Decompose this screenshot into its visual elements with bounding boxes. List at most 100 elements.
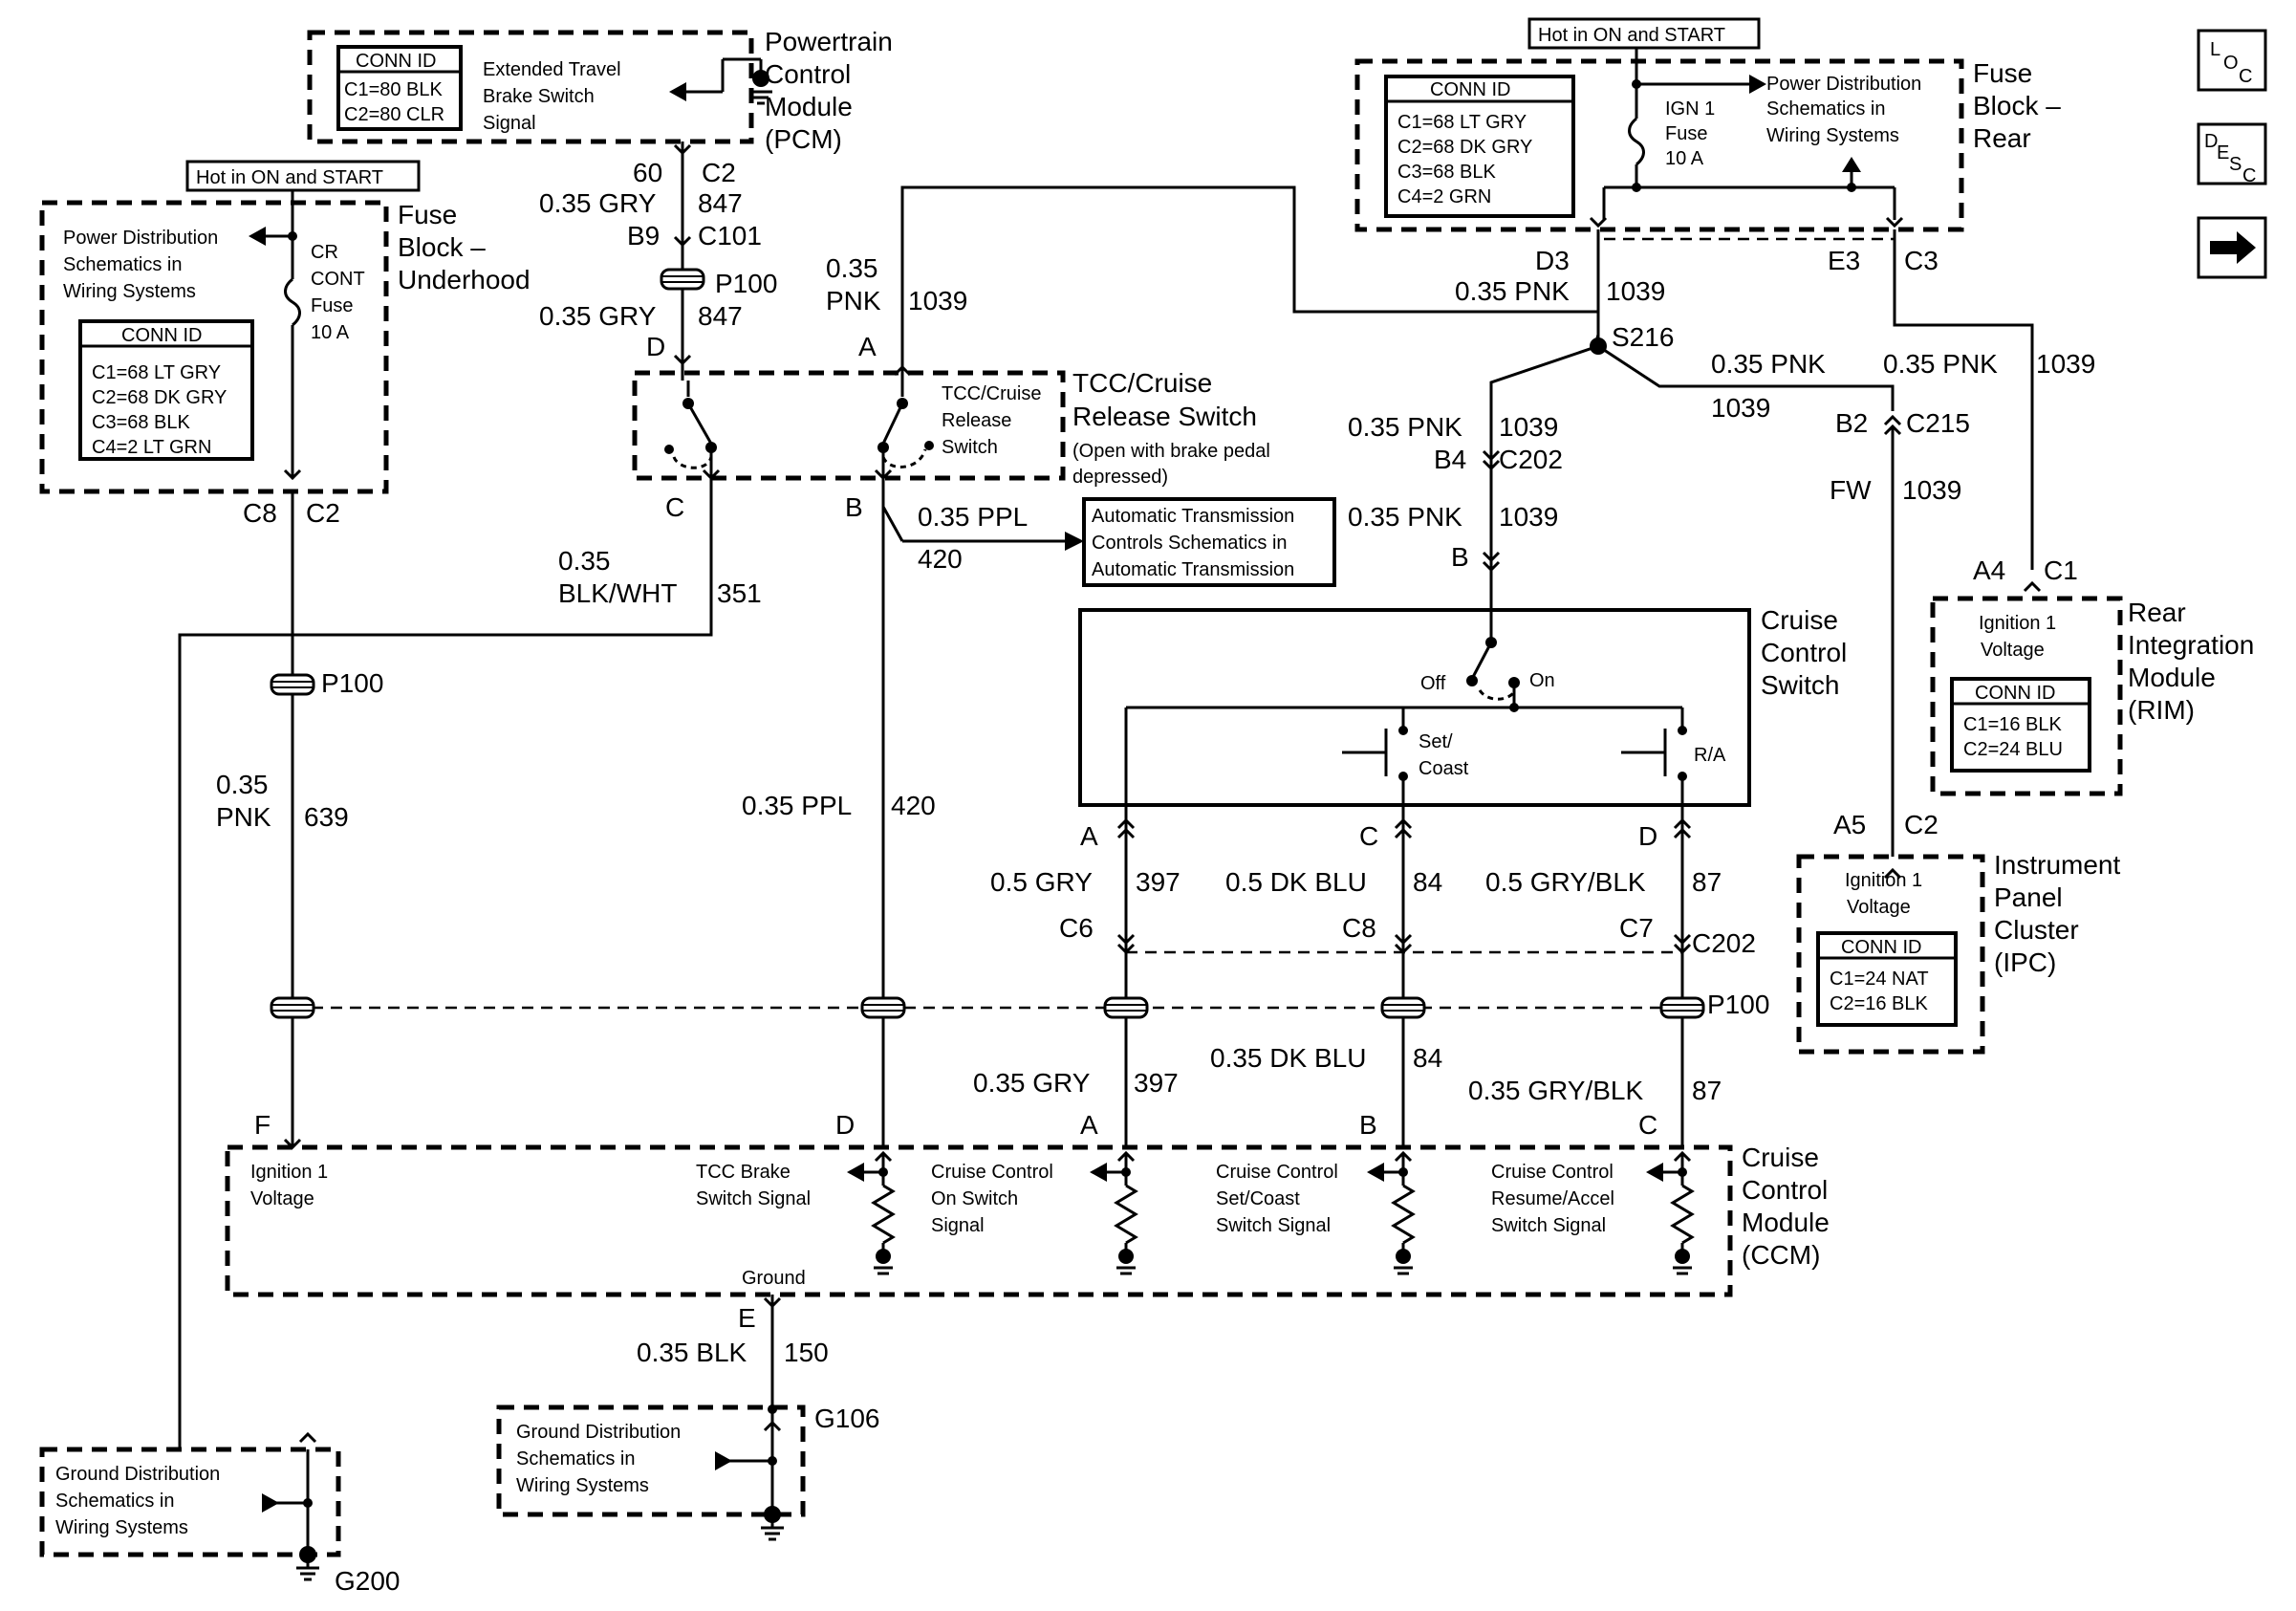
svg-text:Panel: Panel [1994, 882, 2063, 912]
svg-text:C1: C1 [2044, 555, 2078, 585]
svg-text:0.35 GRY: 0.35 GRY [539, 301, 657, 331]
svg-text:A4: A4 [1973, 555, 2005, 585]
svg-text:10 A: 10 A [311, 322, 350, 343]
svg-text:E: E [2217, 142, 2229, 163]
ccs-d-pin [1673, 817, 1692, 839]
rear-integration-module: Ignition 1 Voltage CONN ID C1=16 BLK C2=… [1930, 596, 2254, 796]
svg-text:CONN ID: CONN ID [121, 325, 202, 346]
ccm-e-pin [763, 1296, 782, 1309]
svg-text:F: F [254, 1110, 271, 1140]
fuse-block-c2-pin [283, 468, 302, 481]
ccs-b-pin [1482, 551, 1501, 573]
svg-text:Hot in ON and START: Hot in ON and START [1538, 25, 1725, 46]
svg-text:Cruise: Cruise [1761, 605, 1838, 635]
svg-text:Extended Travel: Extended Travel [483, 59, 621, 80]
svg-text:Ignition 1: Ignition 1 [1979, 613, 2056, 634]
svg-text:Signal: Signal [483, 113, 536, 134]
svg-text:C6: C6 [1059, 913, 1094, 943]
svg-text:B9: B9 [627, 221, 660, 250]
ccm-input-pulldown [1646, 1153, 1695, 1275]
svg-text:IGN 1: IGN 1 [1665, 98, 1715, 120]
svg-text:Controls Schematics in: Controls Schematics in [1092, 533, 1288, 554]
svg-text:(CCM): (CCM) [1742, 1240, 1820, 1270]
svg-text:60: 60 [633, 158, 662, 187]
svg-text:Fuse: Fuse [1973, 58, 2032, 88]
svg-text:Block –: Block – [398, 232, 486, 262]
svg-text:Automatic Transmission: Automatic Transmission [1092, 559, 1294, 580]
svg-text:TCC Brake: TCC Brake [696, 1162, 791, 1183]
svg-text:C1=68 LT GRY: C1=68 LT GRY [1397, 112, 1527, 133]
svg-text:E3: E3 [1828, 246, 1860, 275]
svg-text:CONN ID: CONN ID [1975, 683, 2055, 704]
svg-text:D: D [2204, 131, 2218, 152]
ground-g106: Ground Distribution Schematics in Wiring… [496, 1404, 880, 1541]
p100-inline-connector [1659, 996, 1705, 1019]
svg-text:A: A [1080, 821, 1098, 851]
svg-text:0.35: 0.35 [558, 546, 611, 576]
ccs-c-pin [1394, 817, 1413, 839]
svg-text:A: A [1080, 1110, 1098, 1140]
svg-text:CONT: CONT [311, 269, 365, 290]
svg-text:D3: D3 [1535, 246, 1570, 275]
next-button[interactable] [2197, 216, 2267, 279]
svg-text:G106: G106 [814, 1404, 880, 1433]
svg-text:Fuse: Fuse [311, 295, 353, 316]
svg-text:Cluster: Cluster [1994, 915, 2079, 945]
svg-text:0.35 PPL: 0.35 PPL [742, 791, 852, 820]
c101-pin [673, 235, 692, 248]
svg-text:C1=24 NAT: C1=24 NAT [1830, 969, 1929, 990]
svg-text:Ground Distribution: Ground Distribution [516, 1422, 681, 1443]
svg-text:397: 397 [1134, 1068, 1179, 1098]
svg-text:1039: 1039 [2036, 349, 2095, 379]
svg-text:Integration: Integration [2128, 630, 2254, 660]
svg-text:C215: C215 [1906, 408, 1970, 438]
svg-text:Switch Signal: Switch Signal [696, 1188, 811, 1209]
svg-text:Set/Coast: Set/Coast [1216, 1188, 1300, 1209]
desc-button[interactable]: D E S C [2197, 122, 2267, 186]
svg-text:Off: Off [1420, 673, 1446, 694]
svg-text:0.35 PPL: 0.35 PPL [918, 502, 1028, 532]
c215-connector [1883, 414, 1902, 436]
svg-text:C2: C2 [306, 498, 340, 528]
c202-c7-connector [1673, 933, 1692, 955]
svg-text:1039: 1039 [908, 286, 967, 316]
svg-text:Set/: Set/ [1419, 731, 1453, 752]
svg-text:Cruise Control: Cruise Control [931, 1162, 1053, 1183]
ccm-a-pin [1116, 1150, 1136, 1163]
svg-text:C101: C101 [698, 221, 762, 250]
svg-text:Signal: Signal [931, 1215, 985, 1236]
svg-text:Release Switch: Release Switch [1072, 402, 1257, 431]
ccm-c-pin [1673, 1150, 1692, 1163]
ground-g200: Ground Distribution Schematics in Wiring… [39, 1447, 401, 1596]
svg-text:Voltage: Voltage [1847, 897, 1911, 918]
connectors [270, 143, 2042, 1444]
ipc-a5-pin [1883, 867, 1902, 880]
svg-text:Control: Control [1761, 638, 1847, 667]
svg-text:S: S [2229, 154, 2242, 175]
svg-text:CONN ID: CONN ID [1841, 937, 1921, 958]
svg-text:0.35: 0.35 [216, 770, 269, 799]
svg-text:B2: B2 [1835, 408, 1868, 438]
pcm-component: CONN ID C1=80 BLK C2=80 CLR Extended Tra… [307, 27, 893, 154]
svg-text:(Open with brake pedal: (Open with brake pedal [1072, 441, 1270, 462]
svg-text:Ground Distribution: Ground Distribution [55, 1464, 220, 1485]
svg-text:84: 84 [1413, 867, 1442, 897]
svg-text:CONN ID: CONN ID [356, 51, 436, 72]
auto-trans-reference: Automatic Transmission Controls Schemati… [1082, 497, 1336, 587]
svg-text:Cruise Control: Cruise Control [1491, 1162, 1614, 1183]
ccm-d-pin [874, 1150, 893, 1163]
svg-text:0.35: 0.35 [826, 253, 878, 283]
loc-button[interactable]: L O C [2197, 29, 2267, 92]
svg-text:Switch Signal: Switch Signal [1216, 1215, 1331, 1236]
p100-inline-connector [860, 996, 906, 1019]
tcc-switch-d-pin [673, 354, 692, 366]
svg-text:Wiring Systems: Wiring Systems [63, 281, 196, 302]
svg-text:Module: Module [1742, 1208, 1830, 1237]
svg-text:Rear: Rear [2128, 598, 2186, 627]
p100-inline-connector [270, 673, 315, 696]
svg-text:E: E [738, 1303, 756, 1333]
svg-text:A: A [858, 332, 877, 361]
svg-text:B: B [845, 492, 863, 522]
svg-text:A5: A5 [1833, 810, 1866, 839]
